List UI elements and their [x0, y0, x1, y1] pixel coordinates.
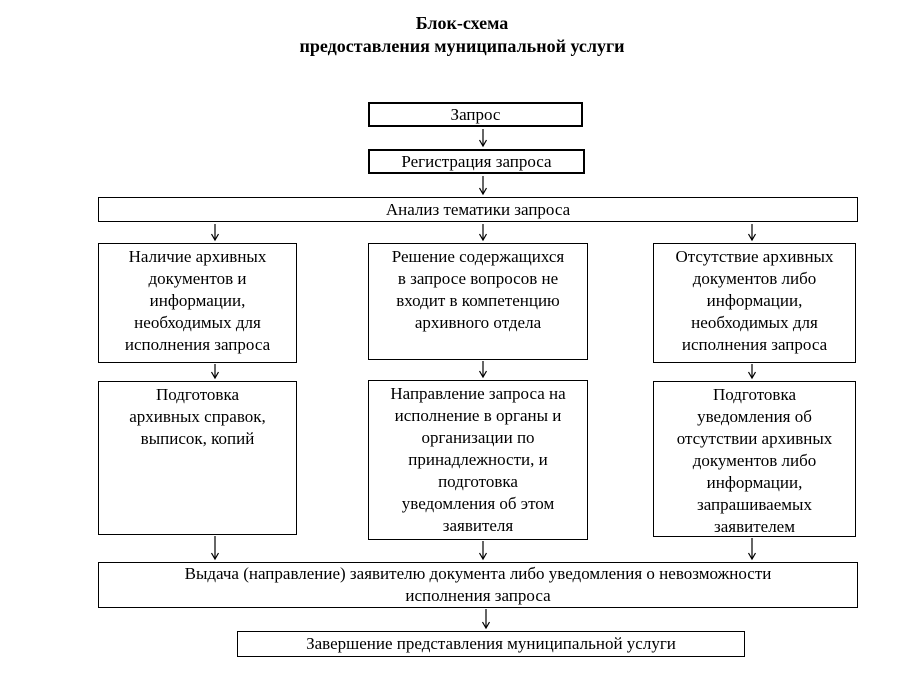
node-prepare-copies: Подготовка архивных справок, выписок, ко… [98, 381, 297, 535]
node-forward-request: Направление запроса на исполнение в орга… [368, 380, 588, 540]
node-request: Запрос [368, 102, 583, 127]
node-issue-document: Выдача (направление) заявителю документа… [98, 562, 858, 608]
node-registration: Регистрация запроса [368, 149, 585, 174]
node-outside-competence: Решение содержащихся в запросе вопросов … [368, 243, 588, 360]
node-prepare-notification: Подготовка уведомления об отсутствии арх… [653, 381, 856, 537]
node-documents-absent: Отсутствие архивных документов либо инфо… [653, 243, 856, 363]
node-documents-available: Наличие архивных документов и информации… [98, 243, 297, 363]
node-completion: Завершение представления муниципальной у… [237, 631, 745, 657]
diagram-title: Блок-схема предоставления муниципальной … [299, 13, 625, 56]
node-analysis: Анализ тематики запроса [98, 197, 858, 222]
